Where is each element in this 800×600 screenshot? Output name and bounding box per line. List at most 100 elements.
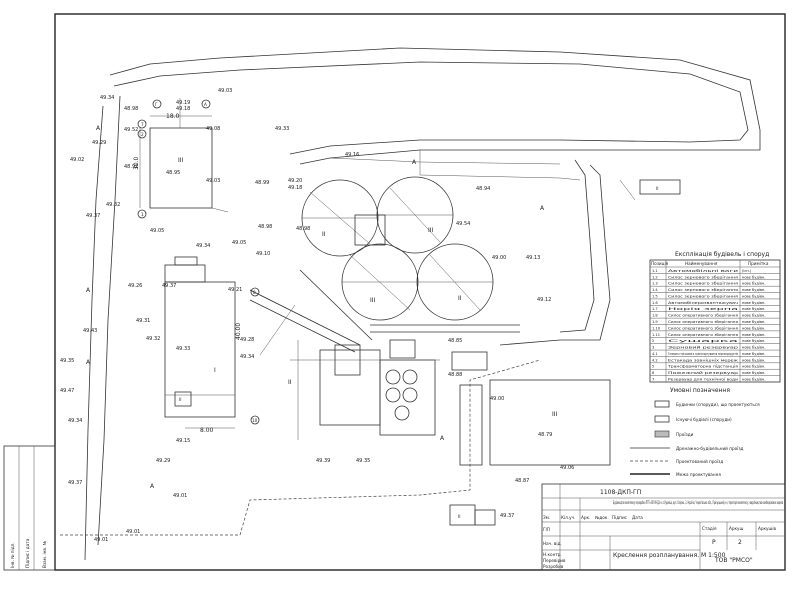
elev: 49.26 (128, 283, 142, 289)
elev: 49.32 (146, 336, 160, 342)
axis-mark-7 (137, 119, 147, 129)
elev: 49.19 (176, 100, 190, 106)
axis-mark-8 (250, 287, 260, 297)
elev: 48.98 (258, 224, 272, 230)
elev: 48.99 (255, 180, 269, 186)
letter-a-2: А (86, 287, 91, 294)
elev: 49.20 (288, 178, 302, 184)
explication-cell-note: нове будівн. (742, 378, 765, 382)
explication-title: Експлікація будівель і споруд (675, 251, 769, 258)
explication-cell-note: нове будівн. (742, 301, 765, 305)
side-stamp-2: Підпис і дата (25, 538, 30, 568)
explication-cell-name: Силос зернового зберігання (668, 282, 738, 286)
legend-swatch-existing (654, 400, 670, 408)
axis-label-1: 1 (141, 212, 144, 217)
axis-label-10: 10 (252, 418, 258, 423)
axis-label-g: Г (155, 102, 158, 107)
elev: 49.29 (156, 458, 170, 464)
elev: 49.37 (68, 480, 82, 486)
legend-item-2: Існуючі будівлі (споруди) (676, 417, 732, 422)
building-receiving: II (288, 339, 440, 440)
legend-item-1: Будинки (споруди), що проектуються (676, 402, 760, 407)
tb-stage-h1: Стадія (702, 526, 717, 531)
building-scale-house: 18.0 30.0 III (133, 98, 229, 213)
elev: 48.79 (538, 432, 552, 438)
elev: 49.28 (240, 337, 254, 343)
bldg-label-2: I (214, 367, 216, 374)
explication-cell-name: Сушарка (668, 339, 738, 343)
explication-cell-note: нове будівн. (742, 282, 765, 286)
elev: 48.94 (476, 186, 490, 192)
legend-swatch-roads (654, 430, 670, 438)
explication-col-pos: Позиція (651, 261, 669, 266)
axis-label-2: 2 (141, 132, 144, 137)
elev: 49.05 (150, 228, 164, 234)
explication-cell-note: нове будівн. (742, 339, 765, 343)
elev: 49.54 (456, 221, 470, 227)
explication-cell-note: нове будівн. (742, 314, 765, 318)
elev: 48.92 (124, 164, 138, 170)
explication-cell-name: Силос зернового зберігання (668, 288, 738, 292)
axis-label-7: 7 (141, 122, 144, 127)
axis-mark-1 (137, 209, 147, 219)
side-stamp-frame (3, 445, 56, 571)
explication-cell-pos: 5 (652, 365, 654, 369)
explication-cell-pos: 1.1 (652, 269, 658, 273)
elev: 49.01 (94, 537, 108, 543)
explication-cell-pos: 1.8 (652, 314, 658, 318)
elev: 49.02 (70, 157, 84, 163)
elev: 49.34 (240, 354, 254, 360)
dim-8: 8.00 (200, 427, 214, 434)
explication-cell-pos: 7 (652, 378, 654, 382)
explication-cell-note: нове будівн. (742, 371, 765, 375)
elev: 49.00 (490, 396, 504, 402)
bldg-label-11: II (458, 514, 460, 519)
legend-item-5: Проектований проїзд (676, 459, 723, 464)
explication-cell-note: нове будівн. (742, 365, 765, 369)
silo-group: II III III II (301, 176, 494, 321)
bldg-label-3: II (322, 231, 326, 238)
elev: 49.33 (275, 126, 289, 132)
dim-30: 30.0 (133, 156, 140, 170)
explication-cell-note: нове будівн. (742, 352, 765, 356)
explication-cell-pos: 2 (652, 339, 654, 343)
building-warehouse: II I 40.00 8.00 (164, 256, 242, 434)
elev: 49.47 (60, 388, 74, 394)
elev: 48.95 (166, 170, 180, 176)
explication-table: Експлікація будівель і споруд Позиція На… (649, 251, 781, 383)
letter-a-4: А (150, 483, 155, 490)
bldg-label-4: III (428, 227, 434, 234)
explication-cell-name: Пожежний резервуар (668, 371, 739, 375)
explication-cell-note: нове будівн. (742, 333, 765, 337)
explication-cell-name: Силос зернового зберігання (668, 294, 738, 298)
explication-cell-pos: 1.10 (652, 326, 661, 330)
elev: 49.34 (100, 95, 114, 101)
elev: 49.31 (136, 318, 150, 324)
explication-cell-name: Силос оперативного зберігання (668, 333, 738, 337)
building-small-right: II (619, 179, 681, 201)
explication-cell-note: нове будівн. (742, 288, 765, 292)
tb-header-5: Підпис (612, 515, 628, 520)
elev: 49.29 (92, 140, 106, 146)
explication-cell-pos: 4.1 (652, 352, 658, 356)
elevations: 49.34 48.98 49.19 49.18 49.08 49.33 49.5… (60, 88, 574, 543)
explication-cell-pos: 1.9 (652, 320, 658, 324)
letter-a-5: А (440, 435, 445, 442)
bldg-label-8: II (288, 379, 292, 386)
title-block: 1108-ДКП-ГП Будівництво комплексу переро… (541, 483, 786, 571)
elev: 49.37 (500, 513, 514, 519)
site-boundary (60, 47, 761, 561)
conveyor-gallery (249, 269, 520, 356)
building-right: III (451, 351, 611, 466)
tb-header-6: Дата (632, 515, 643, 520)
elev: 49.37 (162, 283, 176, 289)
explication-cell-pos: 1.4 (652, 288, 658, 292)
explication-cell-name: Автомобілерозвантажувач (668, 301, 738, 305)
tb-header-4: №док. (595, 515, 609, 520)
bldg-label-1: III (178, 157, 184, 164)
legend-item-6: Межа проектування (676, 472, 721, 477)
explication-cell-pos: 6 (652, 371, 655, 375)
elev: 48.98 (124, 106, 138, 112)
explication-cell-note: нове будівн. (742, 275, 765, 279)
